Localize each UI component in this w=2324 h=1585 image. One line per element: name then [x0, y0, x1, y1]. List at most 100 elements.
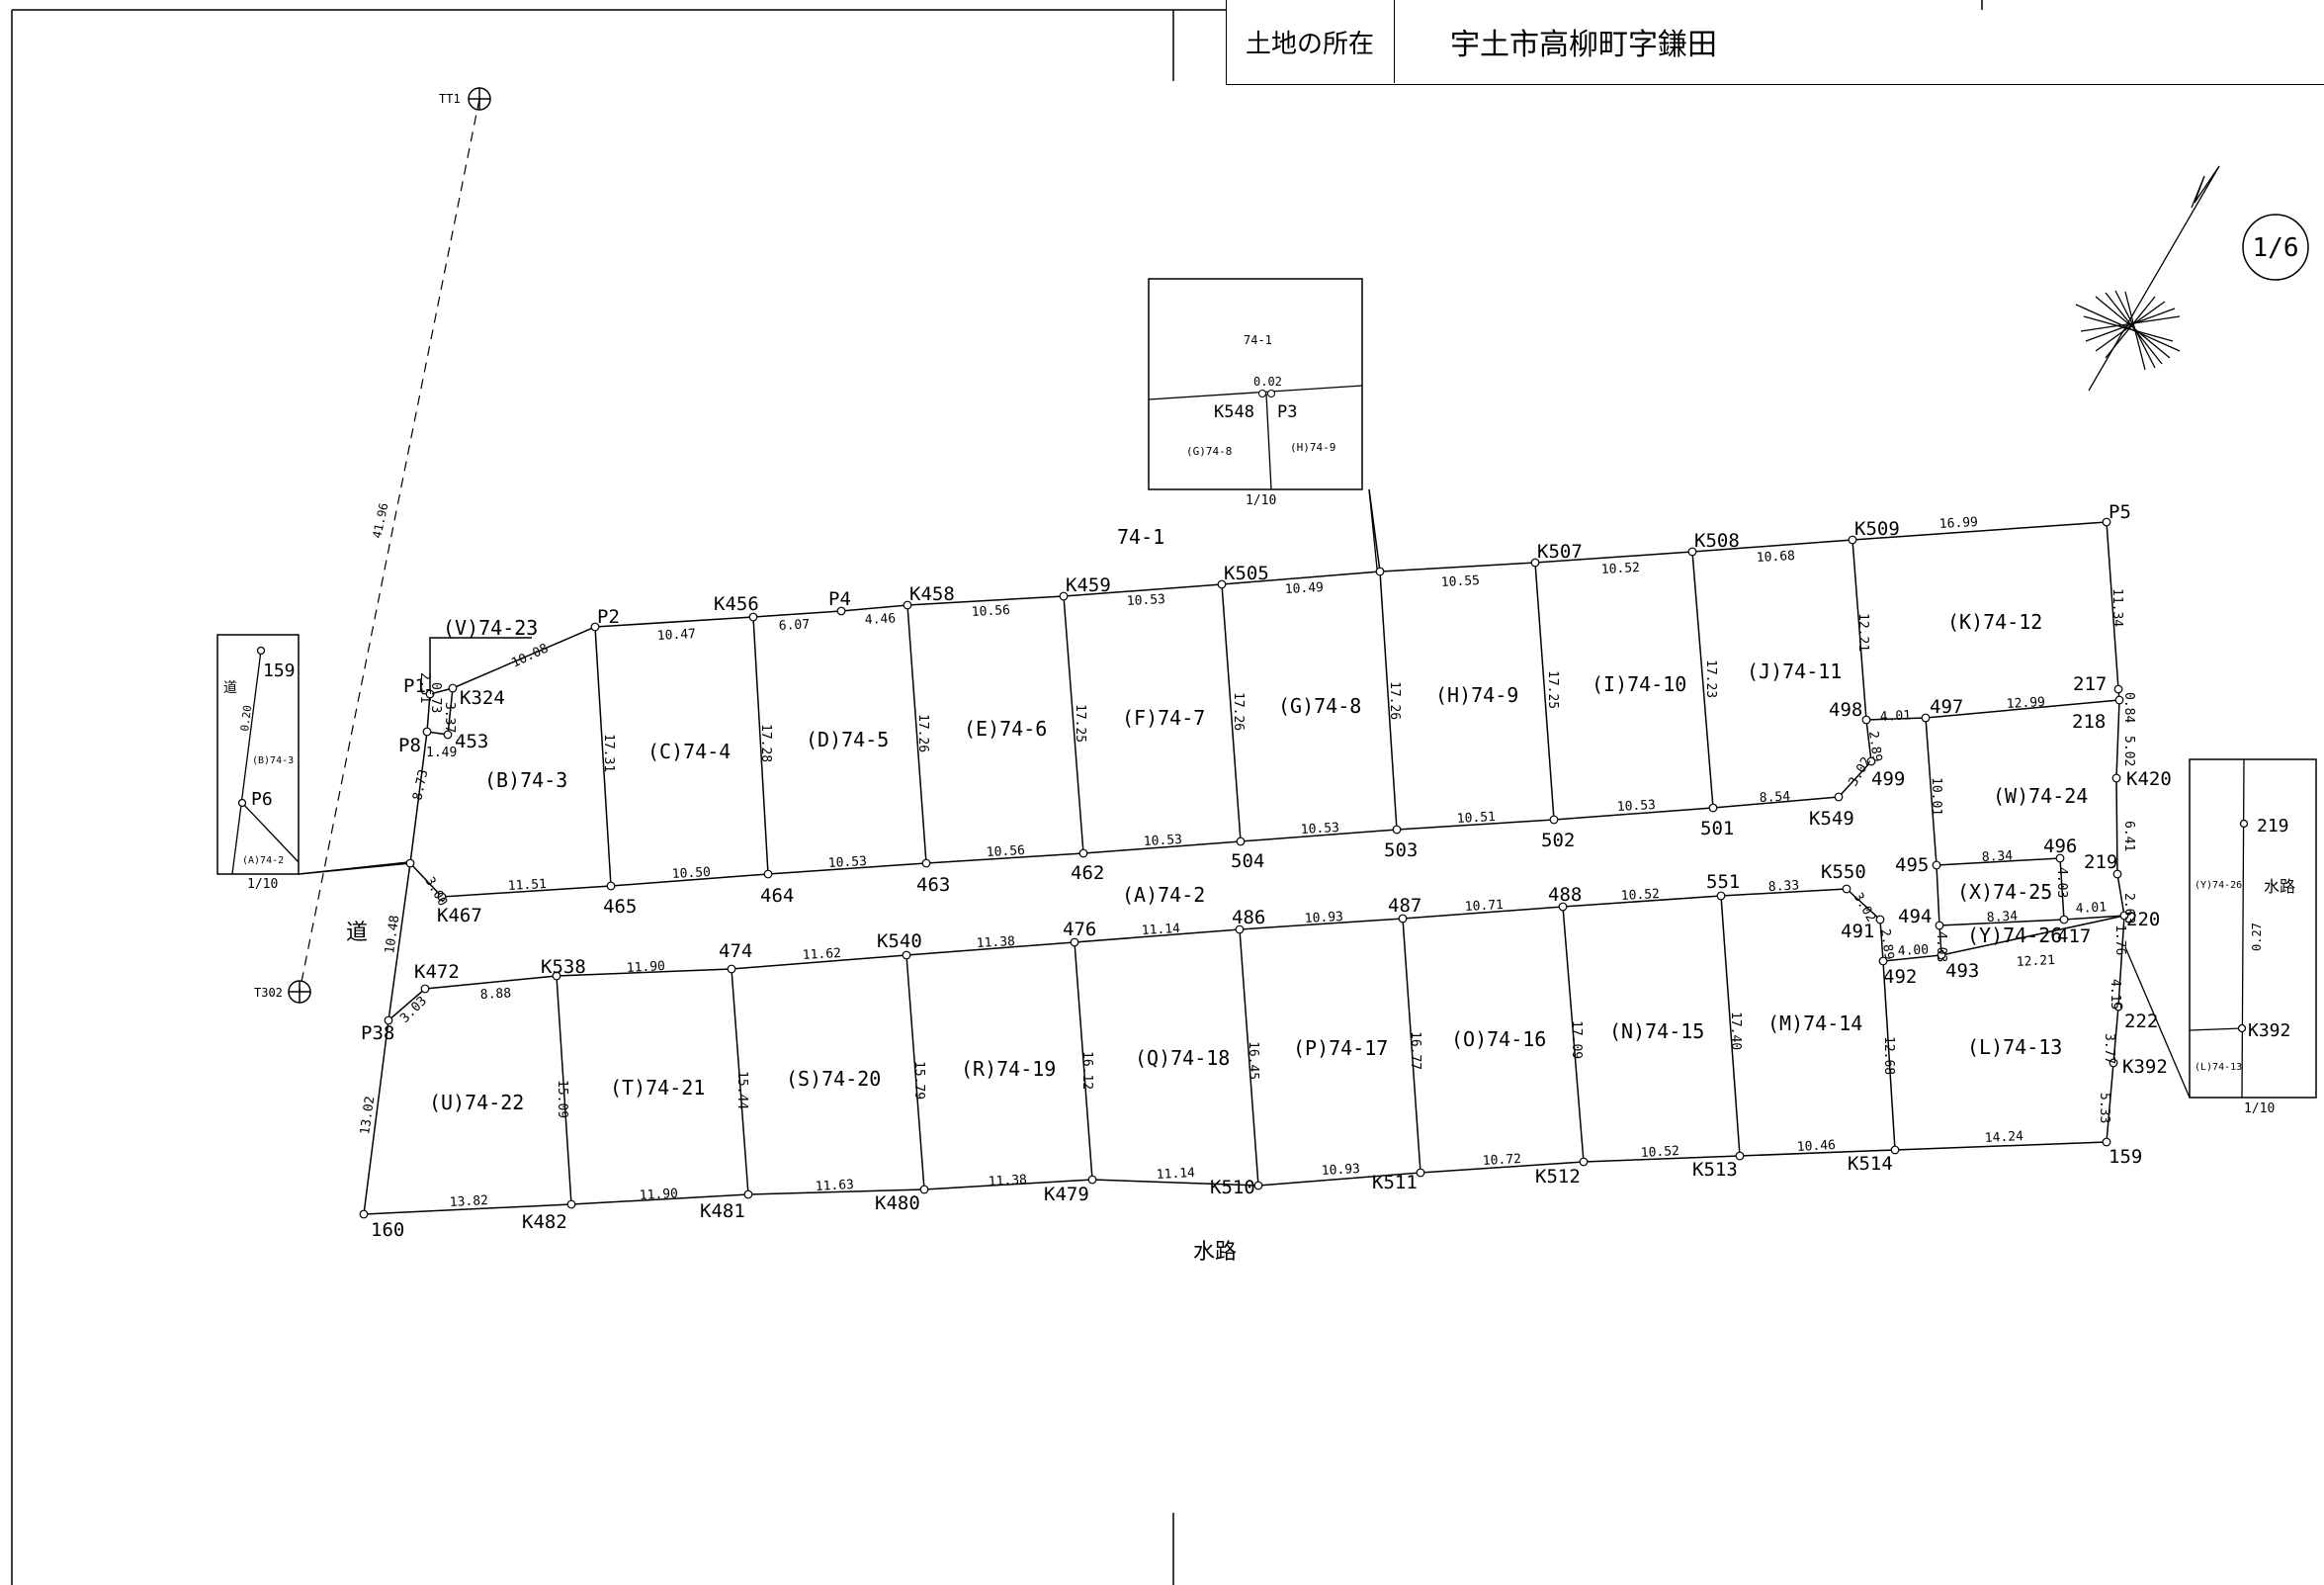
distance-label: 6.07 — [778, 617, 810, 634]
distance-label: 0.73 — [428, 682, 443, 713]
parcel-label: (V)74-23 — [443, 616, 538, 640]
parcel-label: (U)74-22 — [429, 1091, 524, 1114]
point-label: K513 — [1692, 1159, 1738, 1181]
boundary-line — [1379, 571, 1398, 831]
parcel-label: (Q)74-18 — [1135, 1046, 1230, 1070]
point-label: 219 — [2084, 851, 2117, 873]
distance-label: 11.90 — [639, 1187, 678, 1203]
distance-label: 16.45 — [1246, 1041, 1260, 1080]
boundary-marker — [1866, 756, 1876, 766]
parcel-label: (E)74-6 — [964, 717, 1047, 741]
boundary-marker — [1416, 1168, 1425, 1178]
inset-parent-label: 74-1 — [1244, 333, 1272, 347]
point-label: K458 — [909, 583, 955, 605]
inset-scale: 1/10 — [247, 877, 278, 892]
inset-dist: 0.02 — [1253, 375, 1282, 389]
distance-label: 10.71 — [1464, 898, 1504, 915]
distance-label: 17.28 — [758, 724, 773, 762]
boundary-marker — [2109, 1058, 2118, 1068]
inset-parcel-label: (Y)74-26 — [2195, 880, 2242, 891]
boundary-line — [1074, 941, 1093, 1181]
point-label: K472 — [414, 961, 460, 983]
boundary-marker — [919, 1185, 929, 1194]
boundary-line — [1838, 539, 1872, 798]
point-label: 501 — [1700, 818, 1734, 839]
parcel-label: (J)74-11 — [1747, 660, 1842, 683]
boundary-marker — [2102, 517, 2111, 527]
point-label: 217 — [2073, 673, 2107, 695]
distance-label: 4.00 — [1897, 942, 1929, 959]
distance-label: 10.48 — [383, 915, 402, 955]
boundary-marker — [590, 622, 600, 632]
point-label: 494 — [1898, 906, 1932, 927]
distance-label: 4.01 — [2075, 900, 2107, 917]
point-label: K480 — [875, 1192, 920, 1214]
boundary-marker — [1716, 891, 1726, 901]
distance-label: 15.09 — [555, 1080, 569, 1118]
boundary-marker — [2119, 911, 2129, 921]
boundary-marker — [1875, 915, 1885, 925]
distance-label: 15.79 — [911, 1061, 926, 1100]
inset-scale: 1/10 — [2244, 1101, 2275, 1116]
distance-label: 10.52 — [1640, 1144, 1679, 1161]
boundary-line — [1063, 595, 1084, 854]
point-label: 463 — [916, 874, 950, 896]
point-label: 495 — [1895, 854, 1929, 876]
boundary-line — [731, 968, 749, 1195]
point-label: 476 — [1063, 919, 1096, 940]
distance-label: 10.47 — [656, 627, 696, 644]
point-label: 462 — [1071, 862, 1104, 884]
distance-label: 0.84 — [2121, 692, 2136, 723]
inset-road-label: 水路 — [2264, 877, 2295, 896]
parcel-label: (S)74-20 — [786, 1067, 881, 1091]
boundary-marker — [1375, 567, 1385, 576]
point-label: P1 — [403, 675, 426, 697]
distance-label: 8.34 — [1981, 848, 2013, 865]
point-label: K482 — [522, 1211, 567, 1233]
boundary-marker — [448, 683, 458, 693]
point-label: 486 — [1232, 907, 1265, 928]
point-label: K509 — [1854, 518, 1900, 540]
distance-label: 11.51 — [507, 877, 547, 894]
point-label: K508 — [1694, 530, 1740, 552]
point-label: K479 — [1044, 1184, 1089, 1205]
distance-label: 12.21 — [2016, 953, 2055, 970]
distance-label: 8.34 — [1986, 909, 2018, 925]
distance-label: 11.38 — [976, 934, 1015, 951]
distance-label: 17.26 — [1231, 692, 1246, 731]
distance-label: 3.00 — [422, 875, 451, 910]
boundary-marker — [1834, 792, 1844, 802]
boundary-marker — [1253, 1181, 1263, 1190]
boundary-marker — [2055, 853, 2065, 863]
boundary-marker — [921, 858, 931, 868]
distance-label: 10.56 — [971, 603, 1010, 620]
parcel-label: (P)74-17 — [1293, 1036, 1388, 1060]
boundary-marker — [1687, 547, 1697, 557]
boundary-marker — [1078, 848, 1088, 858]
distance-label: 10.53 — [1143, 833, 1182, 849]
boundary-marker — [437, 892, 447, 902]
boundary-marker — [1070, 937, 1079, 947]
parcel-label: (I)74-10 — [1592, 672, 1686, 696]
point-label: 493 — [1945, 960, 1979, 982]
distance-label: 11.90 — [626, 959, 665, 976]
point-label: P4 — [828, 588, 851, 610]
distance-label: 11.63 — [815, 1178, 854, 1194]
boundary-line — [1940, 915, 2125, 956]
boundary-marker — [1530, 558, 1540, 568]
road-label: 道 — [346, 921, 368, 945]
boundary-marker — [2113, 1002, 2123, 1012]
boundary-marker — [384, 1015, 393, 1025]
parcel-label: (B)74-3 — [484, 768, 567, 792]
parcel-label: (W)74-24 — [1993, 784, 2088, 808]
boundary-marker — [1921, 713, 1931, 723]
inset-point-label: 159 — [263, 660, 296, 681]
boundary-marker — [606, 881, 616, 891]
parcel-label: 74-1 — [1117, 525, 1164, 549]
point-label: 503 — [1384, 839, 1418, 861]
parcel-label: (H)74-9 — [1435, 683, 1518, 707]
distance-label: 16.12 — [1079, 1051, 1094, 1090]
distance-label: 10.52 — [1600, 561, 1640, 577]
inset-parcel-label: (G)74-8 — [1186, 445, 1232, 458]
